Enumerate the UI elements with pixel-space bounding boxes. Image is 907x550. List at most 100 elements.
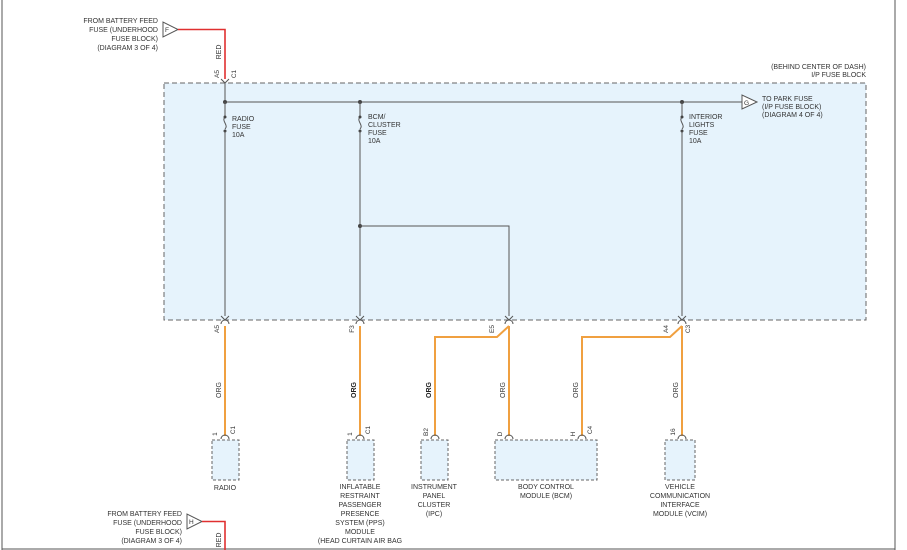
svg-text:F: F <box>165 27 169 34</box>
svg-text:(DIAGRAM 3 OF 4): (DIAGRAM 3 OF 4) <box>97 45 158 52</box>
svg-text:CLUSTER: CLUSTER <box>418 502 451 509</box>
svg-text:C1: C1 <box>230 425 237 434</box>
connector-f-arrow <box>162 21 180 38</box>
bottom-battery-feed: FROM BATTERY FEED FUSE (UNDERHOOD FUSE B… <box>107 511 226 550</box>
svg-text:CLUSTER: CLUSTER <box>368 122 401 129</box>
svg-text:INFLATABLE: INFLATABLE <box>340 484 381 491</box>
svg-text:RADIO: RADIO <box>232 116 255 123</box>
fuse-block-bus: G <box>223 83 759 110</box>
svg-text:10A: 10A <box>689 138 702 145</box>
radio-fuse: RADIO FUSE 10A <box>223 102 255 316</box>
svg-text:C1: C1 <box>231 69 238 78</box>
svg-text:FUSE BLOCK): FUSE BLOCK) <box>135 529 182 536</box>
pps-module-label: INFLATABLE RESTRAINT PASSENGER PRESENCE … <box>318 484 402 545</box>
svg-text:SYSTEM (PPS): SYSTEM (PPS) <box>335 520 384 527</box>
svg-text:FUSE: FUSE <box>689 130 708 137</box>
org-wires <box>224 325 683 436</box>
connector-g-arrow <box>741 94 759 110</box>
red-wire-bottom <box>202 520 226 550</box>
bcm-module-box <box>494 439 598 481</box>
svg-text:A5: A5 <box>214 70 221 78</box>
svg-text:LIGHTS: LIGHTS <box>689 122 715 129</box>
svg-text:A4: A4 <box>663 325 670 333</box>
svg-text:FUSE (UNDERHOOD: FUSE (UNDERHOOD <box>113 520 182 527</box>
svg-text:RESTRAINT: RESTRAINT <box>340 493 380 500</box>
fuse-block-name: I/P FUSE BLOCK <box>811 72 866 79</box>
svg-text:(HEAD CURTAIN AIR BAG: (HEAD CURTAIN AIR BAG <box>318 538 402 545</box>
park-fuse-label-2: (I/P FUSE BLOCK) <box>762 104 821 111</box>
svg-text:ORG: ORG <box>673 382 680 398</box>
svg-text:(DIAGRAM 3 OF 4): (DIAGRAM 3 OF 4) <box>121 538 182 545</box>
svg-text:ORG: ORG <box>216 382 223 398</box>
svg-text:RADIO: RADIO <box>214 485 237 492</box>
ipc-module-label: INSTRUMENT PANEL CLUSTER (IPC) <box>411 484 458 518</box>
vcim-module-box <box>664 439 696 481</box>
wire-bcm-h <box>581 325 683 436</box>
svg-text:BCM/: BCM/ <box>368 114 386 121</box>
svg-text:FUSE: FUSE <box>232 124 251 131</box>
svg-text:VEHICLE: VEHICLE <box>665 484 695 491</box>
svg-text:INTERFACE: INTERFACE <box>660 502 700 509</box>
bcm-module-label: BODY CONTROL MODULE (BCM) <box>518 484 574 500</box>
svg-text:MODULE: MODULE <box>345 529 375 536</box>
svg-text:PRESENCE: PRESENCE <box>341 511 380 518</box>
connector-h-arrow <box>186 513 204 530</box>
bcm-cluster-fuse: BCM/ CLUSTER FUSE 10A <box>358 102 510 316</box>
svg-text:B2: B2 <box>423 428 430 436</box>
svg-text:H: H <box>189 519 194 526</box>
svg-text:C1: C1 <box>365 425 372 434</box>
radio-module-box <box>211 439 240 481</box>
ipc-module-box <box>420 439 449 481</box>
svg-text:10A: 10A <box>232 132 245 139</box>
svg-text:RED: RED <box>216 533 223 548</box>
svg-text:16: 16 <box>670 428 677 436</box>
svg-text:INSTRUMENT: INSTRUMENT <box>411 484 458 491</box>
fuse-block-location: (BEHIND CENTER OF DASH) <box>771 64 866 71</box>
vcim-module-label: VEHICLE COMMUNICATION INTERFACE MODULE (… <box>650 484 710 518</box>
svg-text:BODY CONTROL: BODY CONTROL <box>518 484 574 491</box>
svg-text:ORG: ORG <box>426 381 433 398</box>
svg-text:RED: RED <box>216 45 223 60</box>
svg-text:E5: E5 <box>489 325 496 333</box>
svg-text:FUSE: FUSE <box>368 130 387 137</box>
svg-text:PANEL: PANEL <box>423 493 446 500</box>
park-fuse-label-1: TO PARK FUSE <box>762 96 813 103</box>
top-battery-feed: FROM BATTERY FEED FUSE (UNDERHOOD FUSE B… <box>83 18 238 84</box>
svg-text:MODULE (BCM): MODULE (BCM) <box>520 493 572 500</box>
pps-module-box <box>346 439 375 481</box>
svg-text:1: 1 <box>212 432 219 436</box>
wire-ipc <box>434 325 510 436</box>
svg-text:F3: F3 <box>349 325 356 333</box>
interior-lights-fuse: INTERIOR LIGHTS FUSE 10A <box>680 102 722 316</box>
svg-text:FROM BATTERY FEED: FROM BATTERY FEED <box>83 18 158 25</box>
org-wire-labels: ORG ORG ORG ORG ORG ORG <box>216 381 680 398</box>
svg-text:A5: A5 <box>214 325 221 333</box>
ip-fuse-block <box>163 82 867 321</box>
radio-module-label: RADIO <box>214 485 237 492</box>
svg-text:MODULE (VCIM): MODULE (VCIM) <box>653 511 707 518</box>
block-output-pins: A5 F3 E5 A4 C3 <box>214 315 692 333</box>
svg-text:C3: C3 <box>685 324 692 333</box>
red-wire-top <box>178 28 226 79</box>
svg-text:ORG: ORG <box>351 381 358 398</box>
svg-text:10A: 10A <box>368 138 381 145</box>
module-pins <box>220 434 687 440</box>
svg-text:1: 1 <box>347 432 354 436</box>
module-pin-labels: 1 C1 1 C1 B2 D H C4 16 <box>212 425 677 436</box>
svg-text:G: G <box>744 100 749 107</box>
svg-text:C4: C4 <box>587 425 594 434</box>
svg-text:D: D <box>497 431 504 436</box>
svg-text:FUSE (UNDERHOOD: FUSE (UNDERHOOD <box>89 27 158 34</box>
svg-text:(IPC): (IPC) <box>426 511 442 518</box>
svg-text:PASSENGER: PASSENGER <box>338 502 381 509</box>
svg-text:FUSE BLOCK): FUSE BLOCK) <box>111 36 158 43</box>
svg-text:ORG: ORG <box>500 382 507 398</box>
svg-text:INTERIOR: INTERIOR <box>689 114 722 121</box>
svg-text:ORG: ORG <box>573 382 580 398</box>
svg-text:FROM BATTERY FEED: FROM BATTERY FEED <box>107 511 182 518</box>
feed-pin-chevron <box>220 78 230 84</box>
svg-text:COMMUNICATION: COMMUNICATION <box>650 493 710 500</box>
park-fuse-label-3: (DIAGRAM 4 OF 4) <box>762 112 823 119</box>
svg-text:H: H <box>570 431 577 436</box>
